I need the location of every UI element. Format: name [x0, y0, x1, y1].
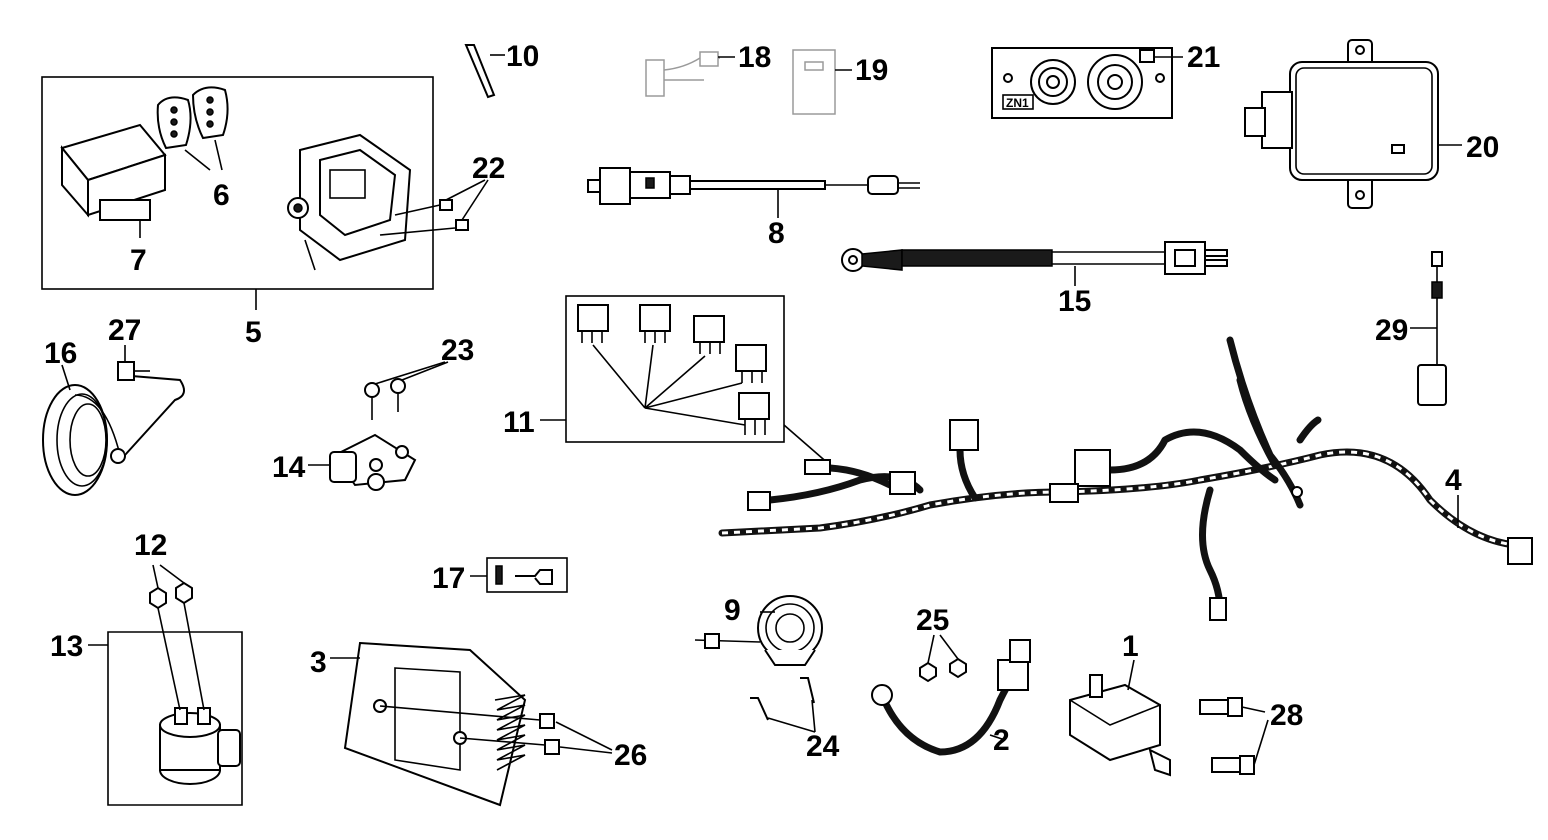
part-25-nuts	[919, 634, 967, 683]
part-27-bolt	[117, 345, 150, 381]
part-28-bolts	[1199, 697, 1269, 775]
part-19-module	[792, 49, 852, 115]
callout-1: 1	[1122, 630, 1139, 663]
part-21-switch-panel: ZN1	[991, 47, 1183, 119]
callout-26: 26	[614, 739, 647, 772]
part-11-relay-set	[540, 295, 831, 466]
callout-22: 22	[472, 152, 505, 185]
callout-10: 10	[506, 40, 539, 73]
callout-20: 20	[1466, 131, 1499, 164]
callout-13: 13	[50, 630, 83, 663]
part-23-screws	[364, 361, 449, 420]
callout-28: 28	[1270, 699, 1303, 732]
callout-27: 27	[108, 314, 141, 347]
callout-2: 2	[993, 724, 1010, 757]
callout-6: 6	[213, 179, 230, 212]
part-7-alarm-control-unit	[60, 123, 167, 238]
part-10-clip	[464, 44, 505, 99]
callout-24: 24	[806, 730, 840, 763]
part-3-regulator-rectifier	[330, 641, 527, 807]
part-4-wiring-harness	[718, 336, 1533, 621]
callout-14: 14	[272, 451, 306, 484]
callout-labels: 1 2 3 4 5 6 7 8 9 10 11 12 13 14 15 16 1…	[44, 40, 1499, 772]
callout-25: 25	[916, 604, 949, 637]
ignition-switch-assembly	[287, 133, 456, 271]
part-9-siren	[694, 595, 823, 666]
part-2-sensor-cable	[871, 639, 1031, 756]
part-26-bolts	[379, 705, 613, 755]
part-24-screws	[750, 677, 816, 733]
switch-panel-code: ZN1	[1006, 96, 1029, 110]
callout-11: 11	[503, 406, 535, 439]
callout-29: 29	[1375, 314, 1408, 347]
callout-7: 7	[130, 244, 147, 277]
callout-18: 18	[738, 41, 771, 74]
callout-9: 9	[724, 594, 741, 627]
part-5-ignition-alarm-set	[41, 76, 489, 310]
part-17-fuse-set	[470, 557, 568, 593]
part-12-nuts	[149, 564, 205, 711]
callout-21: 21	[1187, 41, 1220, 74]
part-22-screws	[439, 179, 489, 231]
part-13-starter-relay	[88, 631, 243, 806]
callout-16: 16	[44, 337, 77, 370]
part-1-ignition-coil	[1069, 659, 1171, 777]
part-6-remote-key-fobs	[156, 86, 229, 171]
part-29-sensor	[1410, 251, 1447, 406]
callout-17: 17	[432, 562, 465, 595]
part-8-lead-wire	[587, 167, 920, 218]
callout-15: 15	[1058, 285, 1091, 318]
callout-5: 5	[245, 316, 262, 349]
part-14-module	[308, 433, 417, 491]
callout-12: 12	[134, 529, 167, 562]
callout-3: 3	[310, 646, 327, 679]
part-20-control-box	[1244, 39, 1462, 209]
callout-23: 23	[441, 334, 474, 367]
callout-19: 19	[855, 54, 888, 87]
callout-4: 4	[1445, 464, 1462, 497]
part-15-ground-cable	[841, 241, 1228, 286]
callout-8: 8	[768, 217, 785, 250]
part-16-horn	[42, 364, 185, 496]
part-18-sensor-lead	[645, 51, 735, 97]
